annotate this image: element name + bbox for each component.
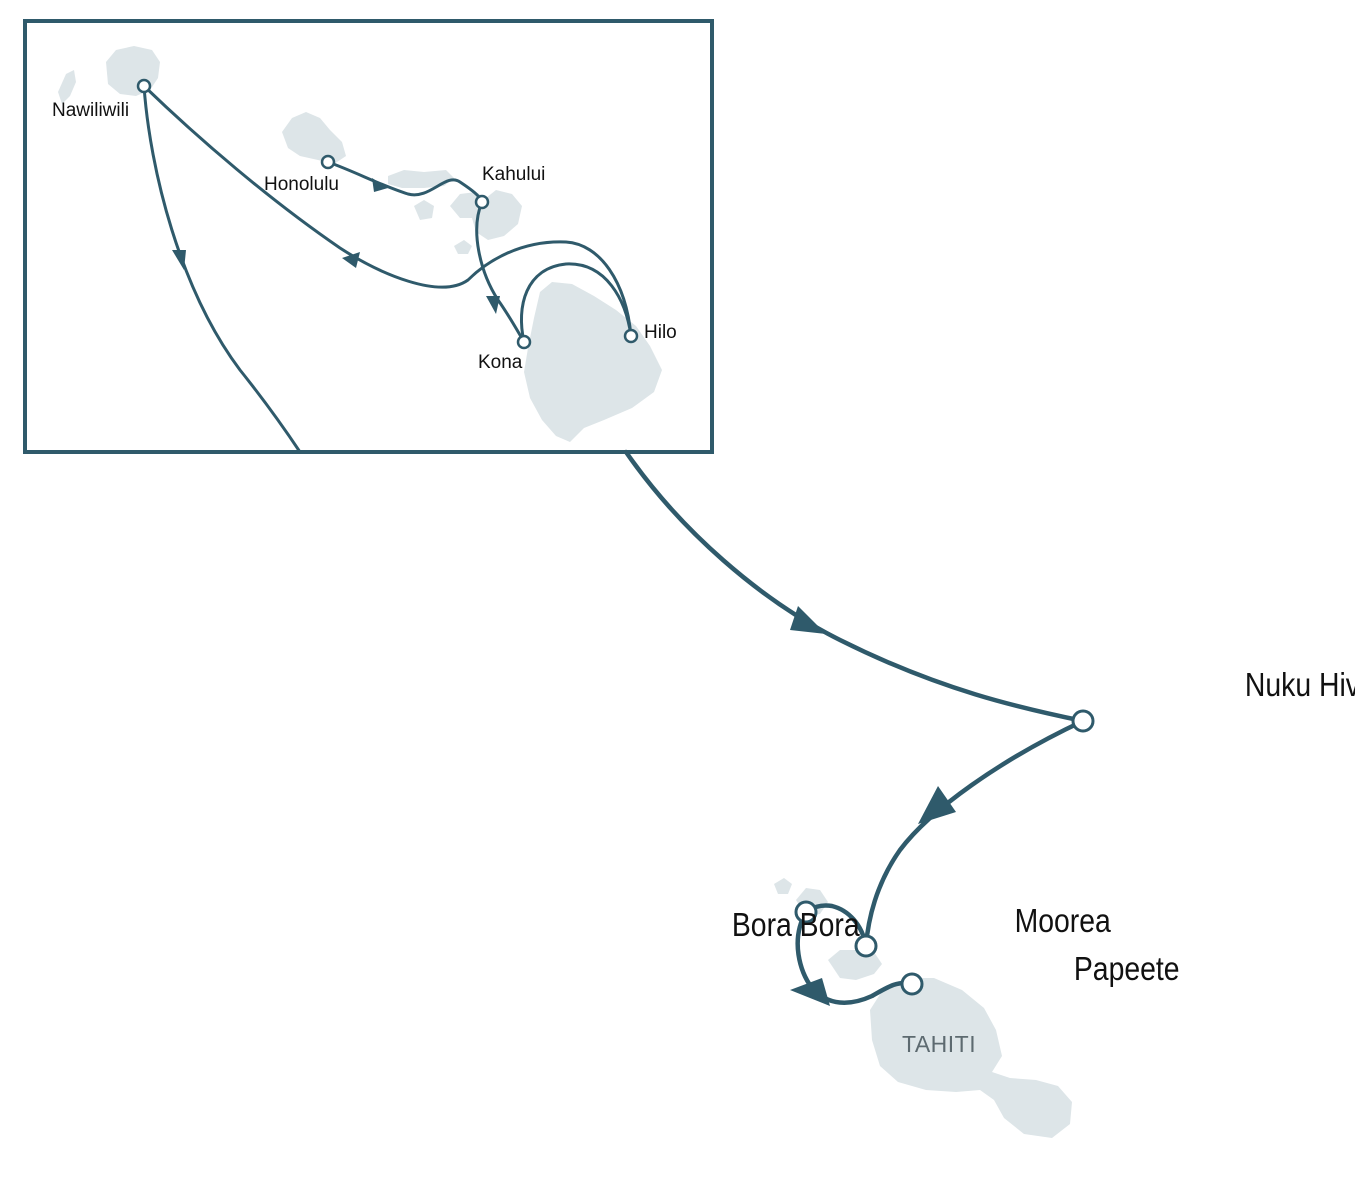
port-marker-kahului[interactable]	[474, 194, 490, 210]
port-marker-nawiliwili[interactable]	[136, 78, 152, 94]
label-papeete: Papeete	[1074, 950, 1180, 988]
port-marker-nuku-hiva[interactable]	[1071, 709, 1095, 733]
port-marker-moorea[interactable]	[854, 934, 878, 958]
island-kauai	[106, 46, 160, 96]
route-honolulu-kahului	[326, 160, 484, 204]
port-labels: Nawiliwili Honolulu Kahului Kona Hilo Nu…	[52, 100, 1355, 1057]
route-bora-bora-papeete	[795, 909, 915, 1005]
arrow-hawaii-nuku-hiva	[790, 606, 826, 634]
hawaii-inset-frame	[23, 19, 714, 454]
arrow-hilo-nawiliwili	[342, 252, 360, 268]
island-moorea	[828, 950, 882, 980]
label-bora-bora: Bora Bora	[732, 906, 861, 944]
island-molokai	[388, 170, 454, 188]
route-nawiliwili-south	[142, 84, 302, 454]
route-arrows	[172, 178, 956, 1006]
route-nuku-hiva-moorea	[863, 718, 1086, 949]
route-hawaii-nuku-hiva	[623, 449, 1086, 724]
label-kona: Kona	[478, 352, 523, 373]
island-kahoolawe	[454, 240, 472, 254]
hawaii-routes	[142, 84, 633, 454]
arrow-nuku-hiva-moorea	[918, 786, 956, 824]
label-nawiliwili: Nawiliwili	[52, 100, 129, 121]
island-lanai	[414, 200, 434, 220]
port-markers	[136, 78, 1095, 996]
label-honolulu: Honolulu	[264, 174, 339, 195]
arrow-nawiliwili-south	[172, 250, 186, 270]
island-tahiti	[870, 978, 1072, 1138]
island-oahu	[282, 112, 346, 164]
port-marker-papeete[interactable]	[900, 972, 924, 996]
arrow-bora-bora-papeete	[790, 978, 830, 1006]
port-marker-honolulu[interactable]	[320, 154, 336, 170]
port-marker-hilo[interactable]	[623, 328, 639, 344]
arrow-kahului-kona	[486, 296, 500, 314]
label-moorea: Moorea	[1015, 902, 1112, 940]
island-bora-bora-islet	[774, 878, 792, 894]
island-niihau	[58, 70, 76, 104]
label-hilo: Hilo	[644, 322, 677, 343]
route-hilo-nawiliwili	[142, 84, 633, 338]
arrow-honolulu-kahului	[372, 178, 388, 192]
port-marker-kona[interactable]	[516, 334, 532, 350]
island-maui	[450, 190, 522, 240]
label-tahiti: TAHITI	[902, 1031, 976, 1057]
port-marker-bora-bora[interactable]	[794, 900, 818, 924]
label-nuku-hiva: Nuku Hiva	[1245, 666, 1355, 704]
ocean-routes	[623, 449, 1086, 1005]
route-kahului-kona	[475, 200, 526, 344]
label-kahului: Kahului	[482, 164, 545, 185]
route-kona-hilo	[519, 262, 633, 344]
island-hawaii	[524, 282, 662, 442]
